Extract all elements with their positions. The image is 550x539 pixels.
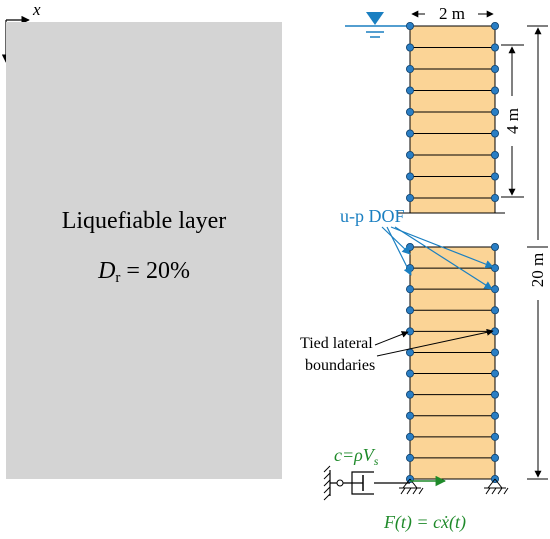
- up-dof-node: [405, 21, 414, 30]
- up-dof-node: [490, 306, 499, 315]
- tied-arrow-1: [374, 331, 409, 346]
- up-dof-node: [405, 453, 414, 462]
- up-dof-node: [490, 453, 499, 462]
- up-dof-node: [490, 264, 499, 273]
- dashpot-joint: [336, 479, 344, 487]
- column-lower-segment: [405, 242, 499, 483]
- dashpot-cylinder: [351, 471, 374, 495]
- up-dof-node: [405, 193, 414, 202]
- segment-dimension: 4 m: [501, 44, 524, 198]
- up-dof-node: [490, 108, 499, 117]
- up-dof-node: [490, 432, 499, 441]
- up-dof-node: [405, 411, 414, 420]
- lower-element-lines: [410, 267, 495, 459]
- up-dof-node: [490, 369, 499, 378]
- up-dof-node: [405, 285, 414, 294]
- water-table: [345, 12, 409, 38]
- up-dof-node: [405, 306, 414, 315]
- up-dof-node: [405, 43, 414, 52]
- segment-label: 4 m: [503, 108, 522, 134]
- width-label: 2 m: [439, 4, 465, 23]
- up-dof-node: [490, 43, 499, 52]
- layer-title: Liquefiable layer: [62, 208, 227, 234]
- up-dof-node: [405, 172, 414, 181]
- lower-nodes: [405, 242, 499, 483]
- up-dof-annotation: u-p DOF: [340, 206, 494, 290]
- depth-label: 20 m: [528, 253, 547, 287]
- force-label: F(t) = cẋ(t): [383, 512, 466, 533]
- up-dof-node: [490, 348, 499, 357]
- up-dof-label: u-p DOF: [340, 206, 405, 226]
- up-dof-node: [490, 411, 499, 420]
- tied-label-line-2: boundaries: [305, 357, 375, 374]
- up-dof-node: [490, 129, 499, 138]
- upper-element-lines: [410, 47, 495, 199]
- up-dof-node: [490, 21, 499, 30]
- up-dof-node: [490, 193, 499, 202]
- up-dof-node: [405, 150, 414, 159]
- density-value: = 20%: [120, 258, 190, 284]
- up-dof-node: [405, 108, 414, 117]
- density-subscript: r: [115, 270, 120, 286]
- up-dof-node: [490, 86, 499, 95]
- dof-arrow-1: [381, 226, 411, 255]
- up-dof-node: [490, 242, 499, 251]
- x-axis-label: x: [32, 0, 41, 19]
- up-dof-node: [405, 327, 414, 336]
- up-dof-node: [490, 172, 499, 181]
- up-dof-node: [405, 242, 414, 251]
- column-upper-segment: [405, 21, 499, 214]
- upper-nodes: [405, 21, 499, 202]
- tied-label-line-1: Tied lateral: [300, 335, 373, 352]
- up-dof-node: [405, 86, 414, 95]
- water-table-icon: [366, 12, 384, 25]
- force-annotation: F(t) = cẋ(t): [383, 475, 466, 533]
- depth-dimension: 20 m: [527, 25, 548, 480]
- dof-arrow-2: [386, 226, 412, 276]
- soil-rectangle: [6, 22, 282, 479]
- up-dof-node: [490, 150, 499, 159]
- support-right: [484, 478, 509, 495]
- dashpot: c=ρVs: [323, 445, 410, 501]
- up-dof-node: [490, 65, 499, 74]
- up-dof-node: [405, 369, 414, 378]
- up-dof-node: [490, 390, 499, 399]
- up-dof-node: [405, 129, 414, 138]
- upper-column-rect: [409, 25, 496, 214]
- up-dof-node: [490, 285, 499, 294]
- liquefiable-layer-block: Liquefiable layer Dr = 20%: [6, 22, 282, 479]
- base-supports: [399, 478, 509, 495]
- width-dimension: 2 m: [411, 4, 494, 23]
- tied-arrow-2: [376, 328, 494, 357]
- lower-column-rect: [409, 246, 496, 480]
- up-dof-node: [405, 390, 414, 399]
- dashpot-label: c=ρVs: [334, 445, 379, 468]
- relative-density-label: Dr = 20%: [97, 258, 190, 286]
- tied-boundaries-annotation: Tied lateral boundaries: [300, 328, 494, 374]
- dof-arrow-3: [390, 226, 494, 269]
- dof-arrow-4: [394, 226, 493, 290]
- up-dof-node: [405, 432, 414, 441]
- density-symbol: D: [97, 258, 115, 284]
- up-dof-node: [405, 65, 414, 74]
